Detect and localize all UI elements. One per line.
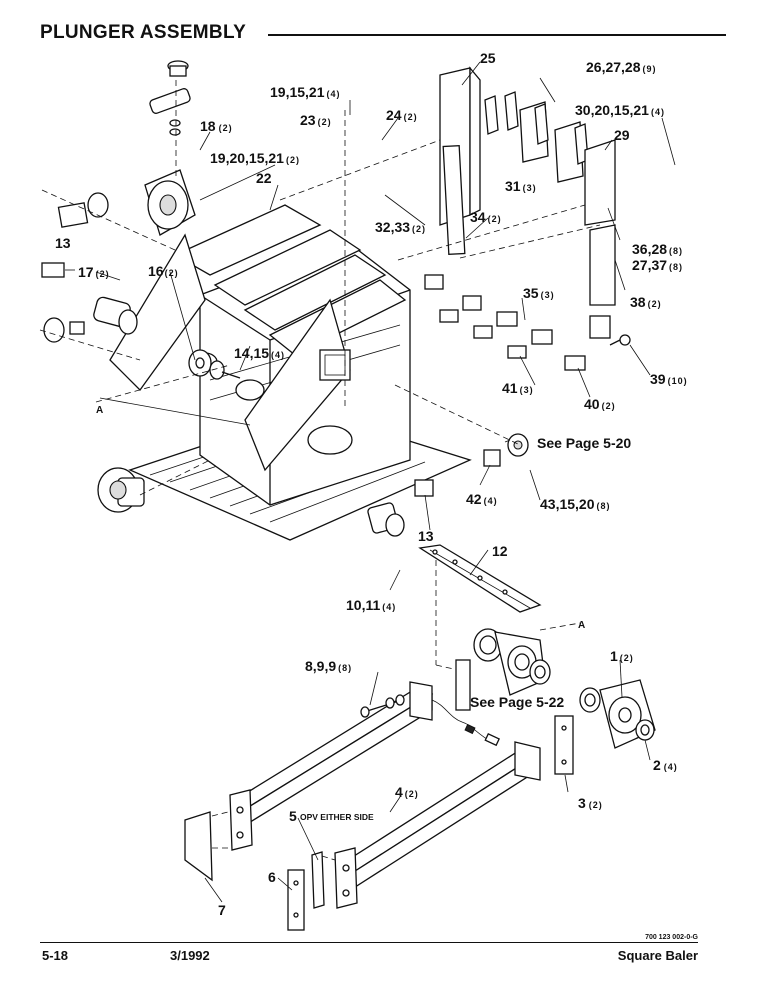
page-title: PLUNGER ASSEMBLY bbox=[40, 22, 247, 43]
bar-12 bbox=[418, 544, 542, 613]
plate-3 bbox=[554, 715, 574, 775]
end-plate-7 bbox=[184, 811, 229, 882]
callout-a-upper: A bbox=[96, 405, 103, 416]
callout-40: 40(2) bbox=[584, 396, 616, 412]
callout-7: 7 bbox=[218, 902, 226, 918]
callout-19-20-15-21-b: 19,20,15,21(2) bbox=[210, 150, 300, 166]
note-opv-either-side: OPV EITHER SIDE bbox=[300, 812, 374, 822]
callout-19-15-21-a: 19,15,21(4) bbox=[270, 84, 341, 100]
callout-34: 34(2) bbox=[470, 209, 502, 225]
bearing-stack bbox=[473, 622, 581, 696]
bracket-29 bbox=[584, 139, 616, 226]
callout-43-15-20: 43,15,20(8) bbox=[540, 496, 611, 512]
callout-17: 17(2) bbox=[78, 264, 110, 280]
callout-25: 25 bbox=[480, 50, 496, 66]
title-rule bbox=[268, 34, 726, 36]
slotted-strips-31 bbox=[484, 91, 589, 183]
callout-13-b: 13 bbox=[418, 528, 434, 544]
shim-5 bbox=[311, 851, 336, 909]
callout-39: 39(10) bbox=[650, 371, 688, 387]
callout-27-37: 27,37(8) bbox=[632, 257, 683, 273]
callout-4: 4(2) bbox=[395, 784, 419, 800]
callout-3: 3(2) bbox=[578, 795, 603, 811]
callout-2: 2(4) bbox=[653, 757, 678, 773]
callout-35: 35(3) bbox=[523, 285, 555, 301]
callout-30-20-15-21: 30,20,15,21(4) bbox=[575, 102, 665, 118]
callout-41: 41(3) bbox=[502, 380, 534, 396]
callout-a-lower: A bbox=[578, 620, 585, 631]
callout-29: 29 bbox=[614, 127, 630, 143]
callout-see-page-5-20: See Page 5-20 bbox=[537, 435, 631, 451]
callout-32-33: 32,33(2) bbox=[375, 219, 426, 235]
page-number: 5-18 bbox=[42, 948, 69, 963]
bracket-38 bbox=[589, 224, 616, 306]
callout-18: 18(2) bbox=[200, 118, 233, 134]
bearing-flange-right bbox=[394, 384, 529, 467]
product-name: Square Baler bbox=[617, 948, 698, 963]
callout-36-28: 36,28(8) bbox=[632, 241, 683, 257]
strip-34 bbox=[442, 144, 466, 256]
callout-23: 23(2) bbox=[300, 112, 332, 128]
callout-42: 42(4) bbox=[466, 491, 498, 507]
flange-lower-left bbox=[97, 459, 211, 513]
callout-24: 24(2) bbox=[386, 107, 418, 123]
leader-lines bbox=[65, 61, 676, 903]
callout-22: 22 bbox=[256, 170, 272, 186]
callout-see-page-5-22: See Page 5-22 bbox=[470, 694, 564, 710]
callout-10-11: 10,11(4) bbox=[346, 597, 396, 613]
callout-12: 12 bbox=[492, 543, 508, 559]
callout-31: 31(3) bbox=[505, 178, 537, 194]
frame-beams-4 bbox=[229, 681, 541, 909]
part-code: 700 123 002-0-G bbox=[645, 934, 698, 941]
callout-1: 1(2) bbox=[610, 648, 634, 664]
flange-bearing-1 bbox=[579, 679, 656, 749]
plate-6 bbox=[287, 869, 305, 931]
callout-26-27-28: 26,27,28(9) bbox=[586, 59, 657, 75]
callout-14-15: 14,15(4) bbox=[234, 345, 285, 361]
callout-8-9-9: 8,9,9(8) bbox=[305, 658, 352, 674]
roller-17 bbox=[39, 189, 176, 361]
washer-16 bbox=[188, 349, 241, 380]
callout-6: 6 bbox=[268, 869, 276, 885]
roller-13 bbox=[367, 479, 434, 537]
bearing-housing-18 bbox=[144, 60, 196, 236]
footer-rule bbox=[40, 942, 698, 943]
wear-plates-35-41-40 bbox=[424, 274, 611, 371]
bolt-39 bbox=[609, 334, 631, 346]
callout-38: 38(2) bbox=[630, 294, 662, 310]
plunger-frame bbox=[109, 204, 472, 541]
date: 3/1992 bbox=[170, 948, 210, 963]
callout-13-a: 13 bbox=[55, 235, 71, 251]
callout-16: 16(2) bbox=[148, 263, 179, 279]
callout-5: 5 bbox=[289, 808, 297, 824]
